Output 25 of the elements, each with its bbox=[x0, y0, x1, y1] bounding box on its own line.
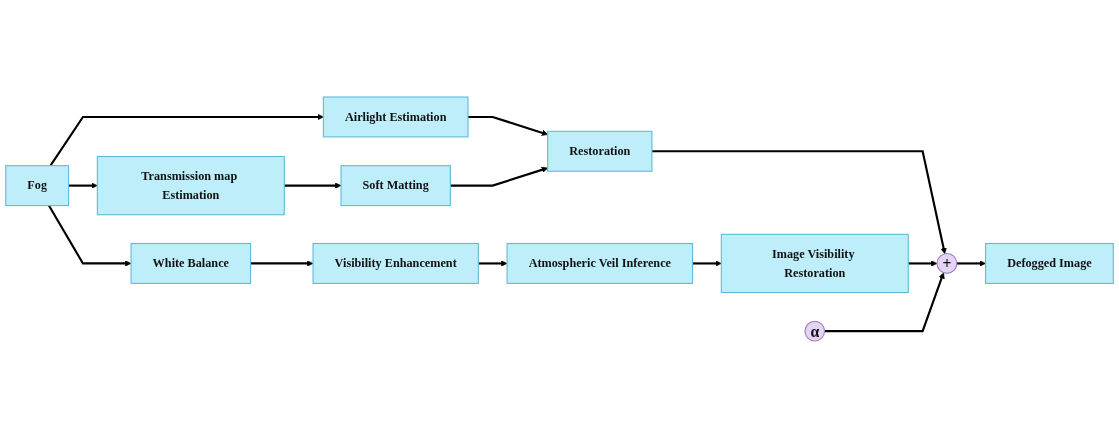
arrow bbox=[956, 259, 986, 267]
arrow bbox=[468, 115, 548, 136]
arrow bbox=[47, 204, 132, 267]
node-box: Airlight Estimation bbox=[322, 95, 469, 137]
node-box: Visibility Enhancement bbox=[312, 242, 479, 284]
node-box: Defogged Image bbox=[985, 242, 1114, 284]
arrow bbox=[49, 113, 324, 166]
arrow bbox=[250, 259, 314, 267]
node-box: White Balance bbox=[130, 242, 252, 284]
node-circle: α bbox=[804, 320, 826, 341]
node-box: Transmission map Estimation bbox=[96, 155, 285, 215]
arrow bbox=[908, 259, 938, 267]
node-box: Image Visibility Restoration bbox=[720, 233, 909, 293]
arrow bbox=[68, 181, 98, 189]
arrow bbox=[692, 259, 722, 267]
node-box: Restoration bbox=[547, 130, 653, 172]
arrow bbox=[824, 272, 945, 332]
node-box: Atmospheric Veil Inference bbox=[506, 242, 694, 284]
arrow bbox=[284, 181, 342, 189]
node-circle: + bbox=[936, 252, 958, 274]
node-box: Soft Matting bbox=[340, 164, 451, 206]
arrow bbox=[450, 166, 548, 187]
node-box: Fog bbox=[5, 164, 70, 206]
arrow bbox=[651, 149, 947, 254]
arrow bbox=[478, 259, 508, 267]
